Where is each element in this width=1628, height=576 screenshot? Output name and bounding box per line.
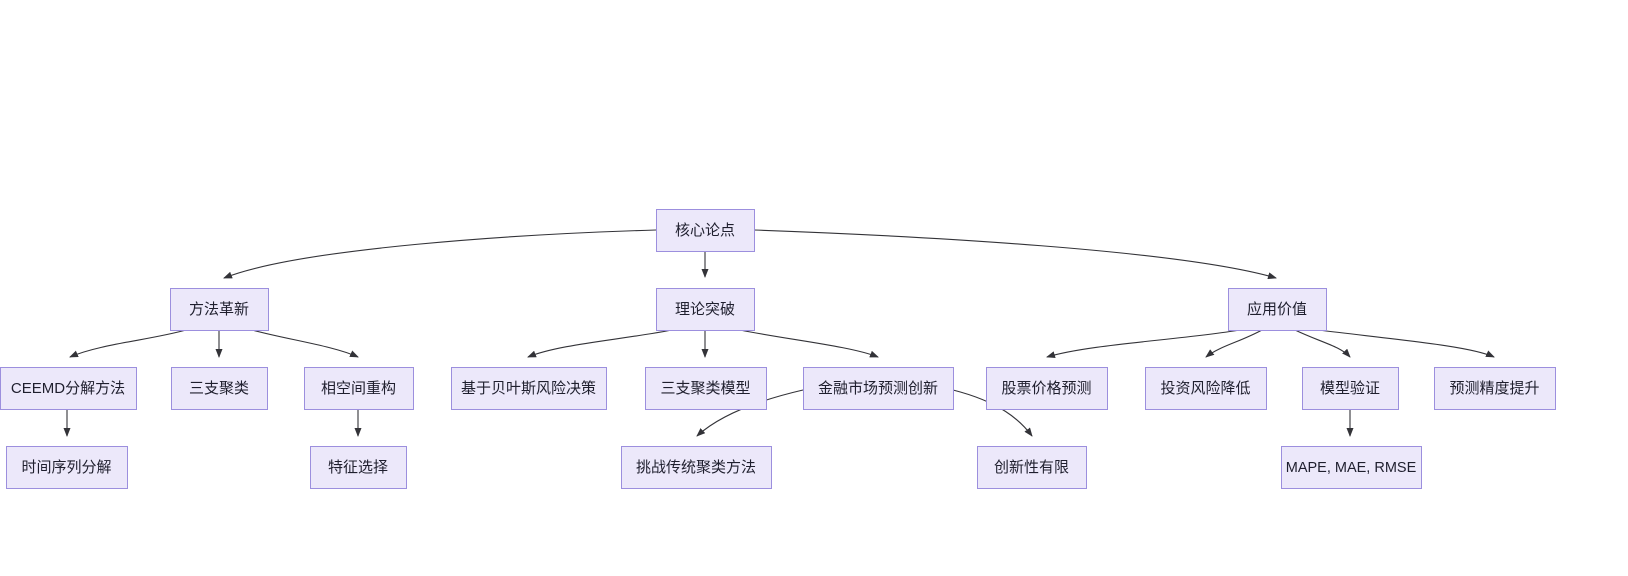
node-label-n_tsdecomp: 时间序列分解: [21, 459, 111, 476]
node-label-n_stock: 股票价格预测: [1001, 380, 1091, 397]
node-label-n_feature: 特征选择: [328, 459, 388, 476]
node-label-n_accuracy: 预测精度提升: [1449, 380, 1539, 397]
node-box-n_accuracy[interactable]: [1434, 367, 1556, 410]
node-box-n_value[interactable]: [1228, 288, 1327, 331]
edge-n_value-to-n_risk: [1205, 329, 1263, 358]
node-n_finance[interactable]: 金融市场预测创新: [803, 367, 954, 410]
node-n_value[interactable]: 应用价值: [1228, 288, 1327, 331]
node-box-n_risk[interactable]: [1145, 367, 1267, 410]
node-n_tsdecomp[interactable]: 时间序列分解: [6, 446, 128, 489]
edge-n_method-to-n_ceemd: [69, 329, 187, 358]
node-label-n_challenge: 挑战传统聚类方法: [636, 459, 756, 476]
node-box-n_metrics[interactable]: [1281, 446, 1422, 489]
node-n_feature[interactable]: 特征选择: [310, 446, 407, 489]
node-n_validate[interactable]: 模型验证: [1302, 367, 1399, 410]
node-label-n_phase: 相空间重构: [321, 380, 396, 397]
node-label-n_threeway: 三支聚类: [189, 380, 249, 397]
node-n_accuracy[interactable]: 预测精度提升: [1434, 367, 1556, 410]
node-box-n_method[interactable]: [170, 288, 269, 331]
node-box-n_threeway[interactable]: [171, 367, 268, 410]
node-label-n_finance: 金融市场预测创新: [818, 380, 938, 397]
node-n_core[interactable]: 核心论点: [656, 209, 755, 252]
node-n_theory[interactable]: 理论突破: [656, 288, 755, 331]
node-n_threeway[interactable]: 三支聚类: [171, 367, 268, 410]
node-label-n_metrics: MAPE, MAE, RMSE: [1286, 460, 1417, 476]
node-label-n_core: 核心论点: [675, 222, 735, 239]
edge-n_value-to-n_validate: [1294, 329, 1351, 358]
edge-n_method-to-n_phase: [251, 329, 359, 358]
node-box-n_phase[interactable]: [304, 367, 414, 410]
node-label-n_validate: 模型验证: [1320, 380, 1380, 397]
node-box-n_challenge[interactable]: [621, 446, 772, 489]
edge-n_finance-to-n_limited: [952, 389, 1033, 437]
node-box-n_validate[interactable]: [1302, 367, 1399, 410]
node-box-n_twmodel[interactable]: [645, 367, 767, 410]
node-label-n_bayes: 基于贝叶斯风险决策: [461, 380, 596, 397]
edge-n_core-to-n_method: [223, 229, 657, 279]
node-box-n_finance[interactable]: [803, 367, 954, 410]
edge-n_value-to-n_accuracy: [1317, 329, 1495, 358]
node-n_limited[interactable]: 创新性有限: [977, 446, 1087, 489]
node-label-n_twmodel: 三支聚类模型: [660, 380, 750, 397]
node-n_ceemd[interactable]: CEEMD分解方法: [0, 367, 137, 410]
node-n_challenge[interactable]: 挑战传统聚类方法: [621, 446, 772, 489]
node-box-n_tsdecomp[interactable]: [6, 446, 128, 489]
node-label-n_theory: 理论突破: [675, 301, 735, 318]
node-label-n_value: 应用价值: [1247, 300, 1307, 318]
node-box-n_stock[interactable]: [986, 367, 1108, 410]
node-box-n_core[interactable]: [656, 209, 755, 252]
node-label-n_risk: 投资风险降低: [1160, 380, 1250, 397]
node-n_bayes[interactable]: 基于贝叶斯风险决策: [451, 367, 607, 410]
node-label-n_ceemd: CEEMD分解方法: [11, 380, 125, 397]
edge-n_theory-to-n_bayes: [527, 329, 673, 358]
node-label-n_method: 方法革新: [189, 301, 249, 318]
node-n_phase[interactable]: 相空间重构: [304, 367, 414, 410]
node-n_risk[interactable]: 投资风险降低: [1145, 367, 1267, 410]
edges-layer: [63, 229, 1495, 437]
edge-n_value-to-n_stock: [1046, 329, 1241, 359]
node-box-n_feature[interactable]: [310, 446, 407, 489]
node-box-n_bayes[interactable]: [451, 367, 607, 410]
node-n_stock[interactable]: 股票价格预测: [986, 367, 1108, 410]
edge-n_theory-to-n_finance: [739, 329, 879, 358]
edge-n_core-to-n_value: [753, 229, 1277, 280]
node-box-n_ceemd[interactable]: [0, 367, 137, 410]
node-n_twmodel[interactable]: 三支聚类模型: [645, 367, 767, 410]
node-label-n_limited: 创新性有限: [994, 459, 1069, 476]
node-box-n_theory[interactable]: [656, 288, 755, 331]
node-n_method[interactable]: 方法革新: [170, 288, 269, 331]
node-n_metrics[interactable]: MAPE, MAE, RMSE: [1281, 446, 1422, 489]
node-box-n_limited[interactable]: [977, 446, 1087, 489]
